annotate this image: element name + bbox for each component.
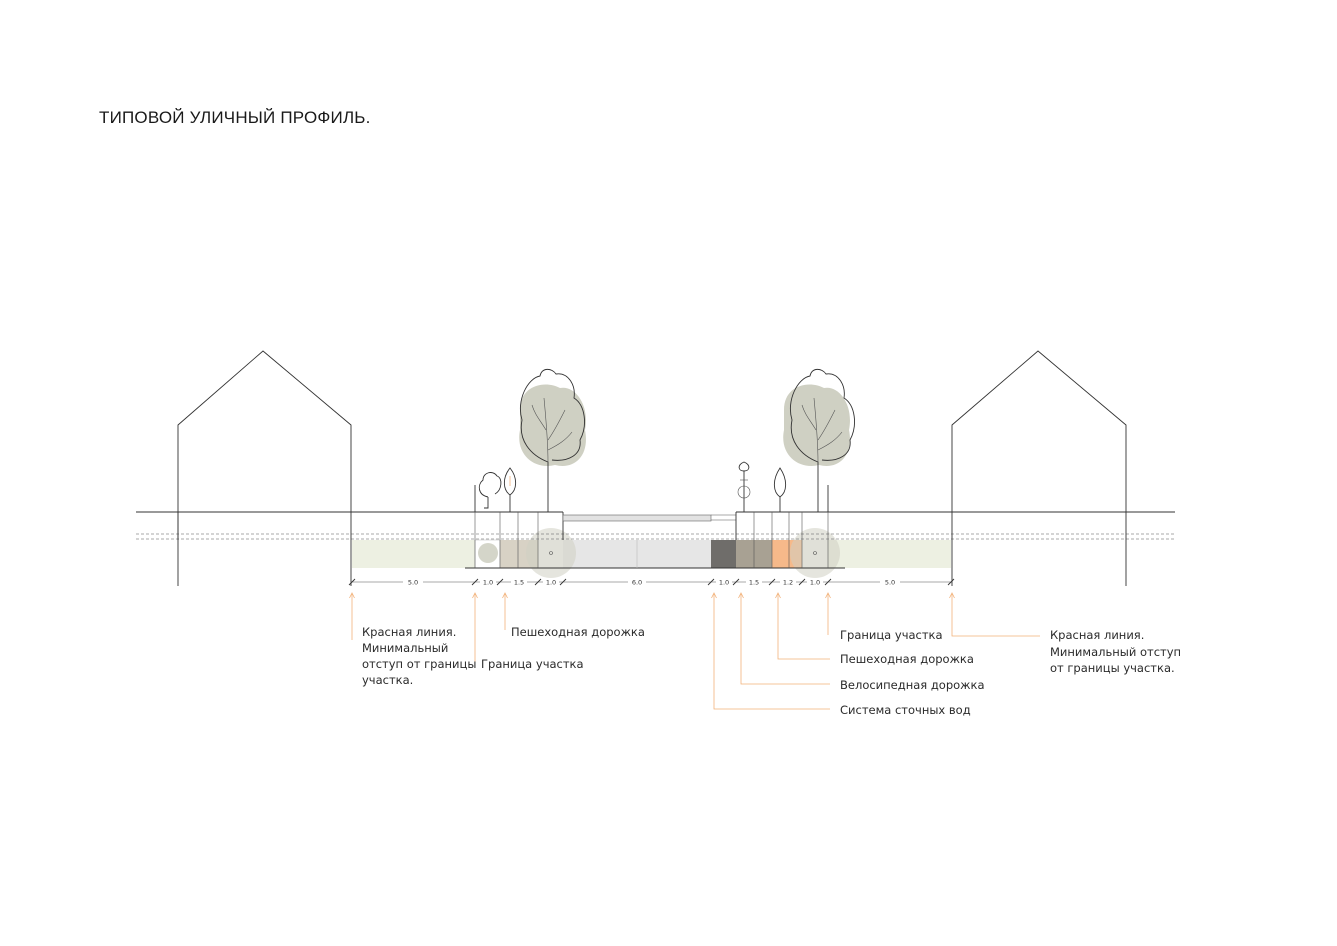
dimension-ticks: [348, 578, 955, 586]
left-small-tree: [503, 467, 517, 512]
label-right-red-line: Красная линия. Минимальный отступ от гра…: [1050, 628, 1181, 675]
cyclist-figure: [737, 461, 751, 512]
label-line: участка.: [362, 673, 413, 687]
label-right-boundary: Граница участка: [840, 628, 943, 642]
dim-label: 1.5: [514, 579, 524, 587]
left-shrub: [478, 472, 502, 509]
left-tree-trunk-marker: [549, 551, 553, 555]
dim-label: 6.0: [632, 579, 642, 587]
dim-label: 5.0: [885, 579, 895, 587]
label-line: Красная линия.: [362, 625, 456, 639]
label-right-bike: Велосипедная дорожка: [840, 678, 985, 692]
label-left-boundary: Граница участка: [481, 657, 584, 671]
right-small-tree: [773, 467, 787, 512]
label-right-drain: Система сточных вод: [840, 703, 971, 717]
setback-zone-left: [352, 540, 475, 568]
label-line: Минимальный отступ: [1050, 645, 1181, 659]
drain-strip: [711, 540, 736, 568]
left-house: [177, 350, 352, 586]
label-line: от границы участка.: [1050, 661, 1175, 675]
dim-label: 5.0: [408, 579, 418, 587]
right-tree-plan: [790, 528, 840, 578]
label-left-pedestrian: Пешеходная дорожка: [511, 625, 645, 639]
dim-label: 1.0: [483, 579, 493, 587]
right-tree-trunk-marker: [813, 551, 817, 555]
dimension-values: 5.0 1.0 1.5 1.0 6.0 1.0 1.5 1.2 1.0 5.0: [403, 578, 900, 587]
section-dividers: [474, 512, 829, 568]
left-small-shrub-plan: [478, 543, 498, 563]
right-house: [951, 350, 1127, 586]
dim-label: 1.0: [546, 579, 556, 587]
label-line: Минимальный: [362, 641, 448, 655]
dim-label: 1.5: [749, 579, 759, 587]
dim-label: 1.0: [719, 579, 729, 587]
label-right-pedestrian: Пешеходная дорожка: [840, 652, 974, 666]
dim-label: 1.2: [783, 579, 793, 587]
leader-lines: [349, 592, 1040, 710]
label-line: отступ от границы: [362, 657, 476, 671]
roadway-surface: [562, 514, 712, 522]
right-tree: [783, 368, 855, 512]
setback-zone-right: [828, 540, 951, 568]
label-line: Красная линия.: [1050, 628, 1144, 642]
page-title: ТИПОВОЙ УЛИЧНЫЙ ПРОФИЛЬ.: [99, 108, 371, 127]
label-left-red-line: Красная линия. Минимальный отступ от гра…: [362, 625, 476, 687]
left-tree-plan: [526, 528, 576, 578]
dim-label: 1.0: [810, 579, 820, 587]
left-tree: [519, 368, 586, 512]
